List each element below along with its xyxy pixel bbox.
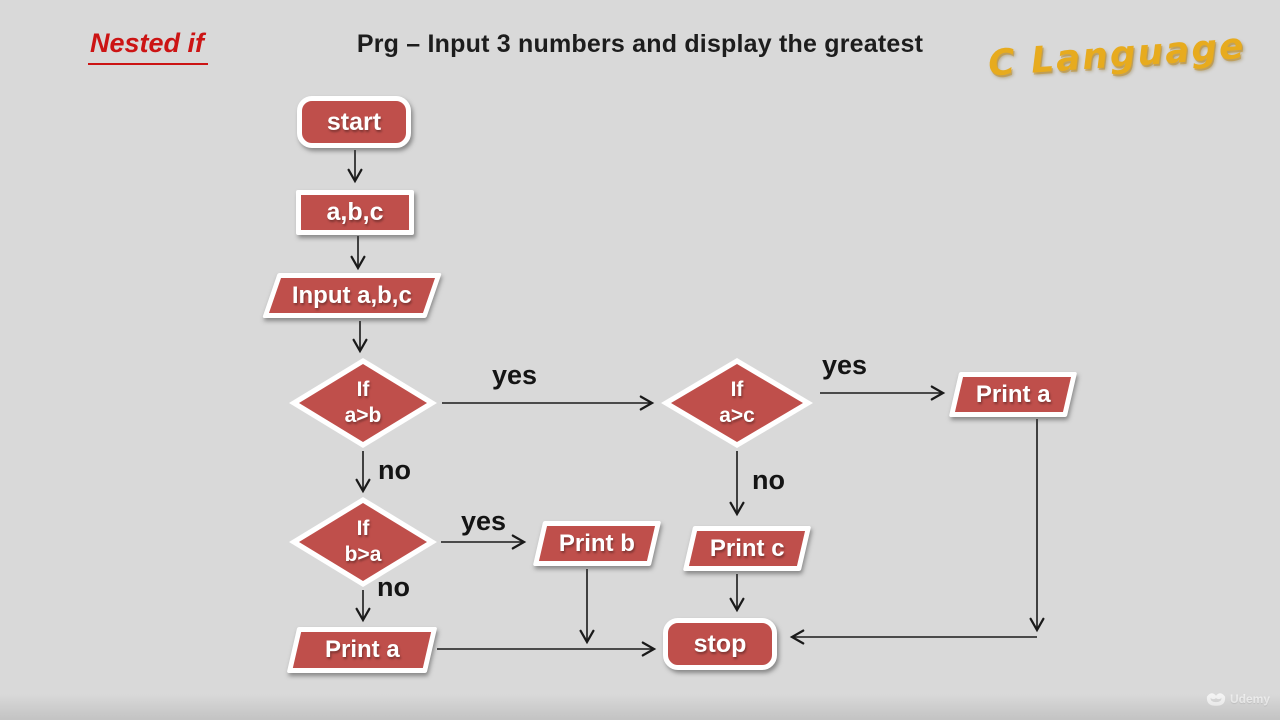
node-label: If a>b [344, 378, 382, 427]
node-label: If b>a [344, 517, 382, 566]
udemy-logo-icon [1206, 693, 1226, 706]
edge-label-b-gt-a-yes: yes [461, 506, 507, 536]
flowchart-decision-b-gt-a: If b>a [289, 497, 437, 587]
udemy-watermark: Udemy [1206, 690, 1270, 707]
node-label: start [326, 107, 382, 136]
flowchart-node-print-c: Print c [682, 526, 812, 571]
page-title: Prg – Input 3 numbers and display the gr… [356, 30, 924, 58]
flowchart-node-start: start [297, 96, 411, 148]
topic-heading: Nested if [88, 28, 209, 65]
node-label: a,b,c [326, 198, 384, 226]
node-label: If a>c [719, 378, 755, 427]
watermark-brand-label: Udemy [1230, 691, 1271, 706]
node-label: Print b [559, 529, 635, 557]
flowchart-node-declare: a,b,c [296, 190, 414, 235]
flowchart-node-print-a-bottom: Print a [286, 627, 438, 673]
flowchart-decision-a-gt-c: If a>c [661, 358, 813, 448]
edge-label-a-gt-c-yes: yes [822, 350, 868, 380]
flowchart-node-print-a-top: Print a [948, 372, 1078, 417]
node-label: Print c [709, 534, 785, 562]
edge-label-b-gt-a-no: no [377, 572, 410, 602]
flowchart-node-input: Input a,b,c [262, 273, 442, 318]
flowchart-node-stop: stop [663, 618, 777, 670]
flowchart-node-print-b: Print b [532, 521, 662, 566]
edge-label-a-gt-b-no: no [378, 455, 411, 485]
edge-label-a-gt-b-yes: yes [492, 360, 538, 390]
edge-label-a-gt-c-no: no [752, 465, 785, 495]
flowchart-decision-a-gt-b: If a>b [289, 358, 437, 448]
node-label: Print a [324, 636, 400, 663]
node-label: Input a,b,c [292, 281, 412, 309]
node-label: stop [693, 629, 747, 658]
node-label: Print a [975, 380, 1051, 408]
